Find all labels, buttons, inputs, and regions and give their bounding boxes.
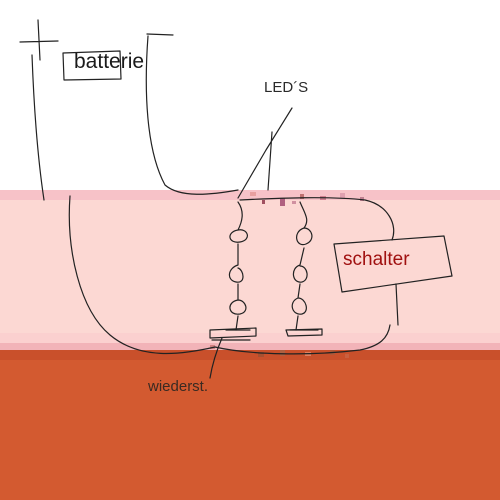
ground-area (0, 350, 500, 500)
switch-upper-wire (239, 197, 395, 241)
battery-right-wire (145, 35, 239, 195)
bottom-wire (214, 324, 391, 355)
battery-plus-mark (19, 19, 59, 61)
leds-label: LED´S (264, 79, 309, 96)
pink-band (0, 200, 500, 335)
battery-top-mark (146, 33, 174, 36)
led-pointer-lines (237, 107, 293, 199)
ground-stripe (0, 350, 500, 360)
resistor-pointer (209, 337, 223, 379)
switch-label: schalter (343, 249, 410, 270)
resistor-right (285, 328, 323, 337)
switch-lower-wire (395, 283, 399, 326)
battery-label: batterie (74, 50, 145, 73)
battery-box (62, 50, 122, 81)
band-edge-stripe (0, 343, 500, 351)
switch-box (333, 235, 453, 293)
resistor-label: wiederst. (148, 378, 209, 395)
led-right-chain (291, 201, 313, 331)
resistor-left (209, 327, 257, 341)
led-left-chain (228, 201, 248, 331)
left-wire (31, 54, 216, 355)
